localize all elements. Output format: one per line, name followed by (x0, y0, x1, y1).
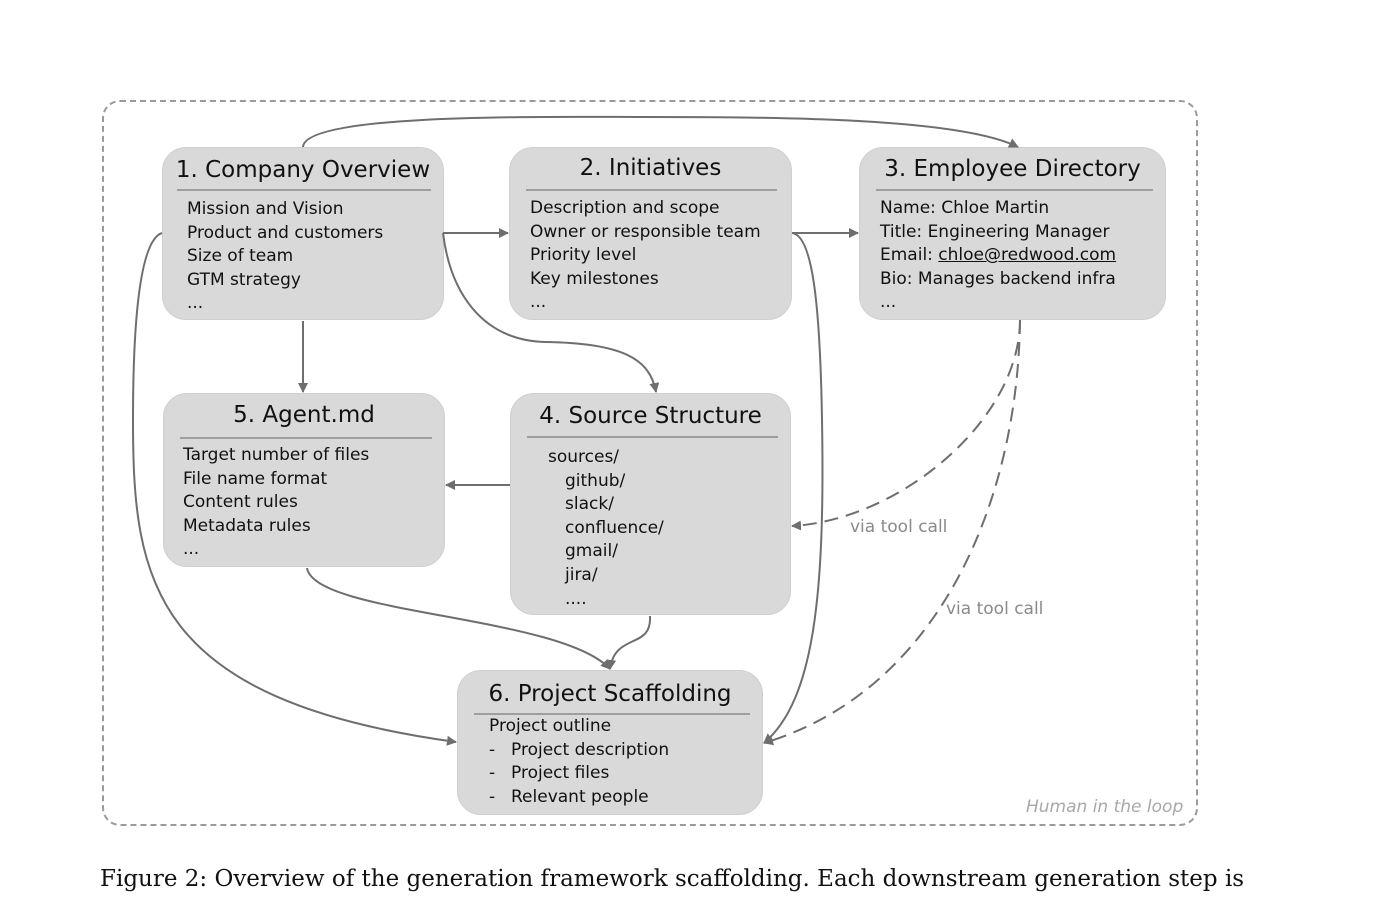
folder-item: slack/ (565, 494, 614, 515)
employee-directory-lines: Name: Chloe Martin Title: Engineering Ma… (880, 197, 1116, 315)
list-item: Description and scope (530, 198, 720, 218)
list-item: ... (187, 293, 204, 314)
bullet-text: Relevant people (511, 786, 649, 807)
title-divider (876, 189, 1153, 191)
source-structure-box: 4. Source Structure sources/ github/ sla… (510, 393, 791, 615)
folder-item: .... (565, 588, 587, 609)
bullet-marker: - (489, 739, 496, 760)
source-structure-lines: sources/ github/ slack/ confluence/ gmai… (548, 446, 664, 611)
list-item: ... (880, 292, 897, 313)
arrow-overview-to-source (442, 232, 660, 393)
bullet-text: Project files (511, 763, 610, 784)
initiatives-lines: Description and scope Owner or responsib… (530, 197, 761, 315)
employee-email-line: Email: chloe@redwood.com (880, 244, 1116, 268)
title-divider (474, 713, 750, 715)
bullet-item: -Relevant people (489, 786, 669, 810)
list-item: Size of team (187, 246, 294, 267)
bullet-marker: - (489, 763, 496, 784)
employee-name: Name: Chloe Martin (880, 198, 1050, 218)
arrow-agent-to-scaffolding (306, 567, 611, 670)
agent-md-box: 5. Agent.md Target number of files File … (163, 393, 445, 567)
bullet-item: -Project description (489, 739, 669, 763)
outline-heading: Project outline (489, 716, 612, 736)
folder-root: sources/ (548, 447, 620, 467)
project-scaffolding-box: 6. Project Scaffolding Project outline -… (457, 670, 763, 815)
arrow-initiatives-to-scaffolding (763, 232, 824, 744)
human-in-the-loop-frame (102, 100, 1198, 826)
folder-item: gmail/ (565, 541, 618, 562)
arrow-overview-to-directory (302, 115, 1019, 148)
list-item: GTM strategy (187, 269, 301, 290)
bullet-text: Project description (511, 739, 670, 760)
list-item: ... (183, 539, 200, 560)
title-divider (177, 189, 431, 191)
box-title: 6. Project Scaffolding (488, 681, 732, 707)
employee-title: Title: Engineering Manager (880, 221, 1110, 242)
box-title: 1. Company Overview (175, 157, 431, 183)
employee-directory-box: 3. Employee Directory Name: Chloe Martin… (859, 147, 1166, 320)
list-item: Target number of files (183, 445, 370, 465)
arrow-overview-to-scaffolding (131, 232, 457, 746)
title-divider (526, 189, 777, 191)
folder-item: github/ (565, 470, 626, 491)
bullet-item: -Project files (489, 762, 669, 786)
edge-label-tool-call: via tool call (850, 517, 948, 537)
arrow-source-to-scaffolding (606, 615, 652, 670)
list-item: Product and customers (187, 222, 384, 243)
dashed-arrow-directory-to-source (791, 319, 1021, 531)
company-overview-box: 1. Company Overview Mission and Vision P… (162, 147, 444, 320)
email-link[interactable]: chloe@redwood.com (938, 245, 1117, 266)
dashed-arrow-directory-to-scaffolding (763, 319, 1021, 746)
email-label: Email: (880, 245, 939, 266)
bullet-marker: - (489, 786, 496, 807)
list-item: File name format (183, 468, 328, 489)
title-divider (527, 436, 778, 438)
folder-item: jira/ (565, 564, 598, 585)
frame-label: Human in the loop (1026, 797, 1184, 817)
box-title: 2. Initiatives (579, 155, 722, 181)
list-item: Metadata rules (183, 515, 311, 536)
list-item: Priority level (530, 245, 637, 266)
initiatives-box: 2. Initiatives Description and scope Own… (509, 147, 792, 320)
edge-label-tool-call: via tool call (946, 599, 1044, 619)
agent-md-lines: Target number of files File name format … (183, 444, 369, 562)
project-scaffolding-lines: Project outline -Project description -Pr… (489, 715, 669, 809)
employee-bio: Bio: Manages backend infra (880, 268, 1116, 289)
list-item: Content rules (183, 492, 298, 513)
box-title: 5. Agent.md (233, 402, 375, 428)
list-item: Owner or responsible team (530, 221, 761, 242)
list-item: Key milestones (530, 268, 659, 289)
folder-item: confluence/ (565, 517, 664, 538)
figure-caption: Figure 2: Overview of the generation fra… (100, 866, 1245, 892)
company-overview-lines: Mission and Vision Product and customers… (187, 198, 383, 316)
box-title: 3. Employee Directory (884, 156, 1141, 182)
box-title: 4. Source Structure (539, 403, 762, 429)
title-divider (180, 437, 432, 439)
list-item: ... (530, 292, 547, 313)
list-item: Mission and Vision (187, 199, 344, 219)
